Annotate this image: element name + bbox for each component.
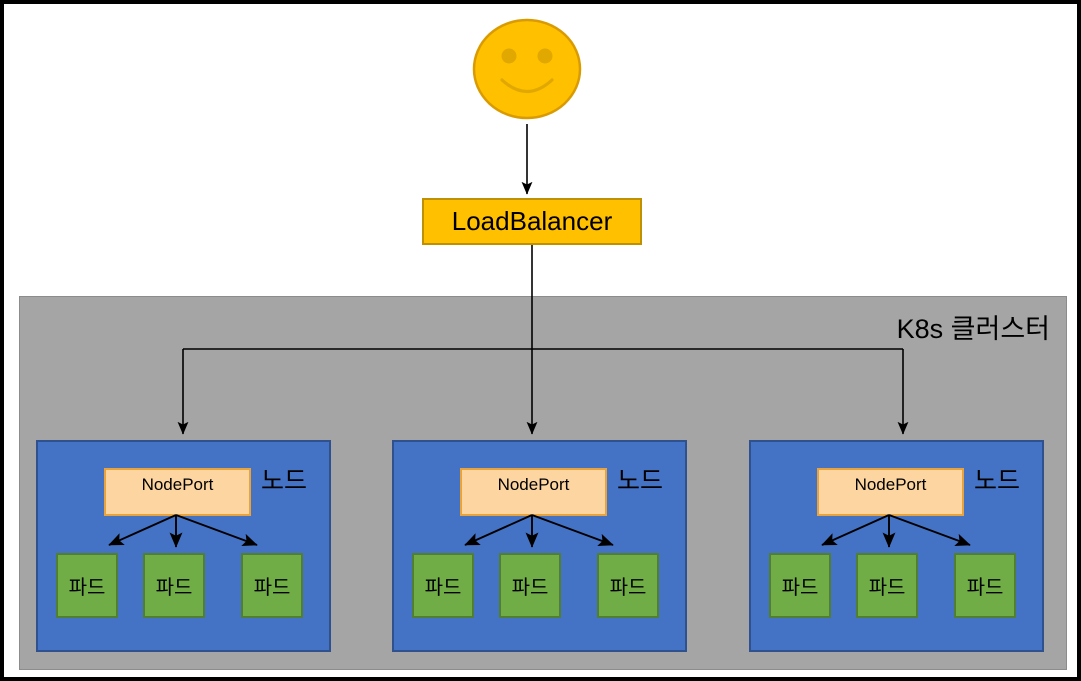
node-box: 노드 NodePort 파드 파드 파드 — [749, 440, 1044, 652]
pod-label: 파드 — [68, 577, 106, 599]
pod-box: 파드 — [499, 553, 561, 618]
pod-box: 파드 — [241, 553, 303, 618]
pod-box: 파드 — [856, 553, 918, 618]
load-balancer-box: LoadBalancer — [422, 198, 642, 245]
pod-label: 파드 — [609, 577, 647, 599]
smiley-face-icon — [472, 18, 582, 120]
nodeport-box: NodePort — [817, 468, 964, 516]
nodeport-label: NodePort — [141, 475, 214, 494]
pod-label: 파드 — [511, 577, 549, 599]
node-label: 노드 — [973, 467, 1020, 495]
k8s-cluster-label: K8s 클러스터 — [896, 314, 1050, 344]
pod-box: 파드 — [597, 553, 659, 618]
node-box: 노드 NodePort 파드 파드 파드 — [36, 440, 331, 652]
node-label: 노드 — [260, 467, 307, 495]
pod-label: 파드 — [966, 577, 1004, 599]
pod-box: 파드 — [769, 553, 831, 618]
pod-label: 파드 — [868, 577, 906, 599]
nodeport-label: NodePort — [854, 475, 927, 494]
load-balancer-label: LoadBalancer — [451, 206, 613, 236]
pod-label: 파드 — [424, 577, 462, 599]
nodeport-label: NodePort — [497, 475, 570, 494]
nodeport-box: NodePort — [460, 468, 607, 516]
pod-label: 파드 — [155, 577, 193, 599]
pod-label: 파드 — [781, 577, 819, 599]
nodeport-box: NodePort — [104, 468, 251, 516]
node-box: 노드 NodePort 파드 파드 파드 — [392, 440, 687, 652]
pod-box: 파드 — [412, 553, 474, 618]
pod-box: 파드 — [143, 553, 205, 618]
pod-box: 파드 — [56, 553, 118, 618]
pod-label: 파드 — [253, 577, 291, 599]
pod-box: 파드 — [954, 553, 1016, 618]
node-label: 노드 — [616, 467, 663, 495]
